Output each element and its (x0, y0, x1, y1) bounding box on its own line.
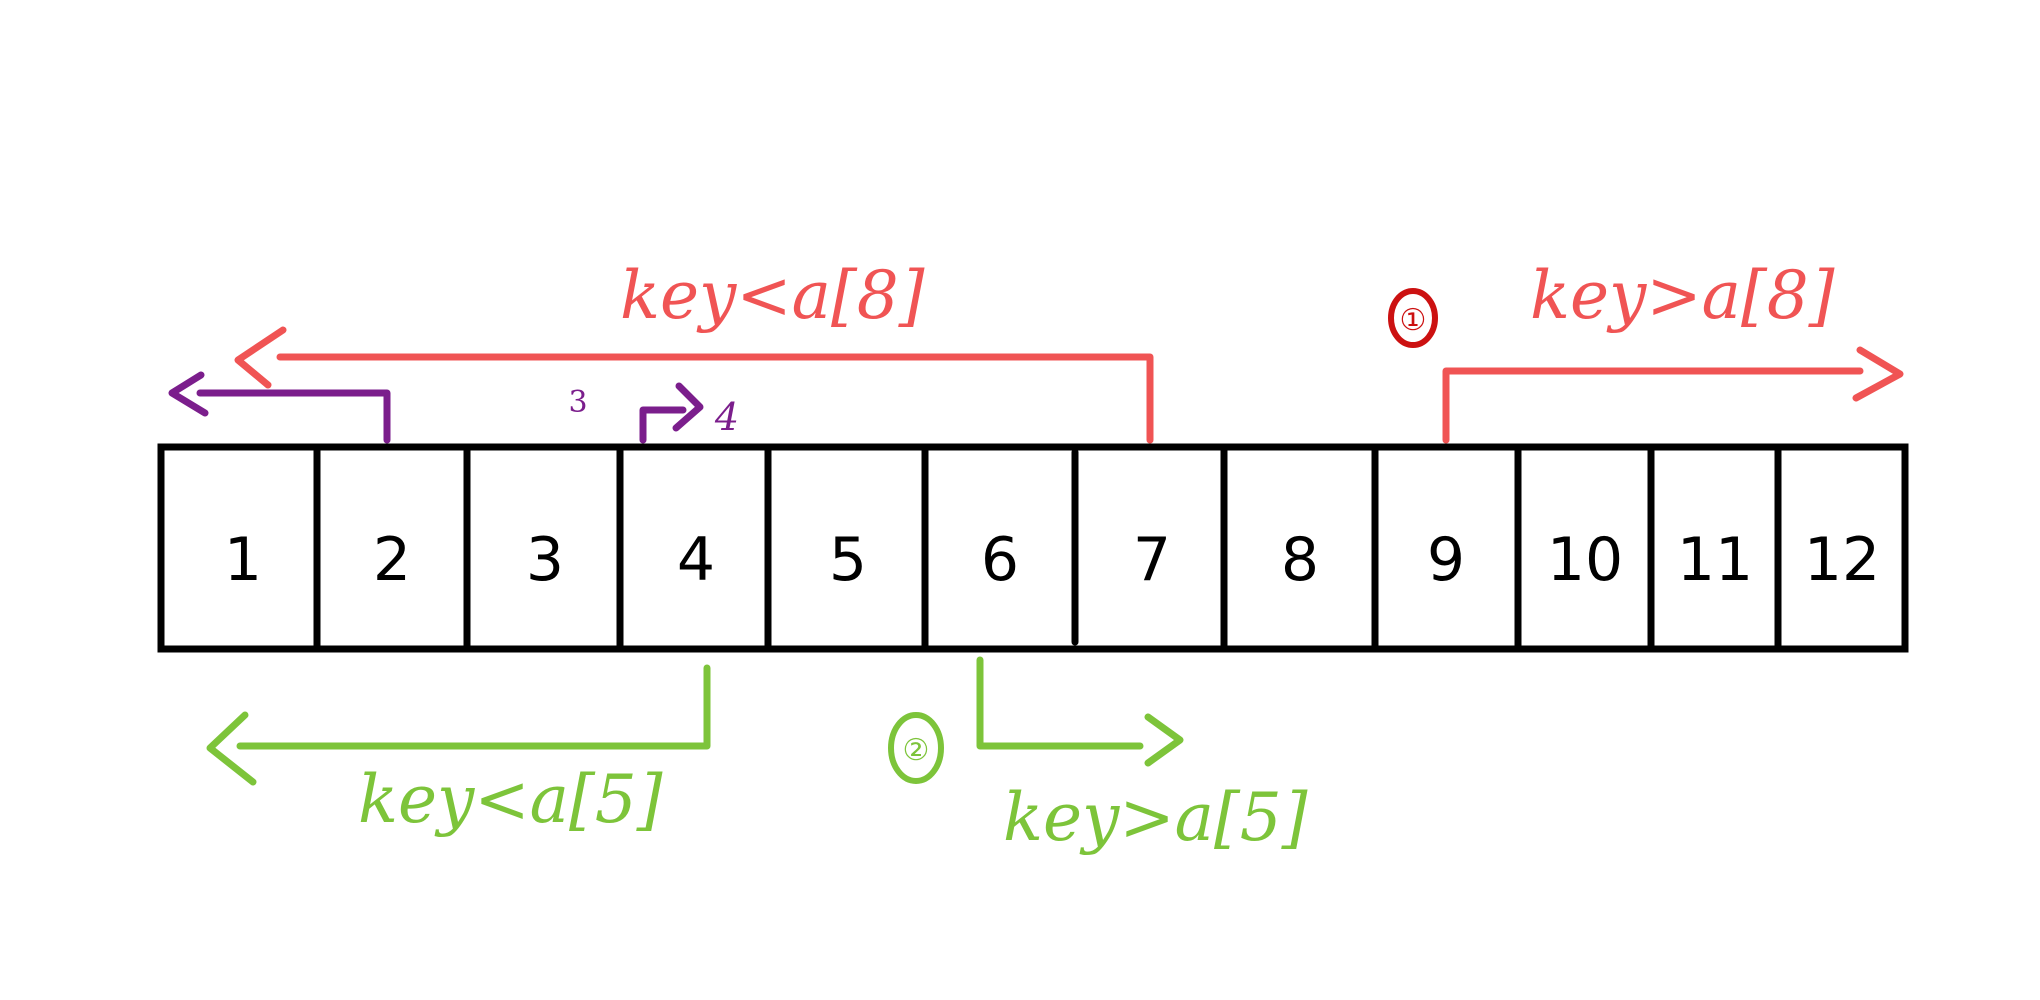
purple-left-arrow-shaft (196, 389, 391, 444)
red-right-arrow (1442, 346, 1904, 444)
green-left-arrow (206, 664, 711, 786)
green-left-arrow-shaft (236, 664, 711, 750)
red-step-marker-text: ① (1400, 303, 1427, 338)
cell-label: 6 (981, 525, 1019, 595)
green-step-marker: ② (888, 712, 944, 784)
red-right-arrow-head (1852, 346, 1904, 402)
cell-label: 1 (224, 525, 262, 595)
green-step-marker-text: ② (903, 733, 930, 768)
red-step-marker: ① (1388, 288, 1438, 348)
green-right-arrow (976, 656, 1184, 767)
cell-label: 2 (373, 525, 411, 595)
cell-label: 11 (1677, 525, 1753, 595)
red-left-arrow (234, 326, 1154, 444)
purple-right-arrow-head (672, 382, 704, 432)
cell-label: 12 (1804, 525, 1880, 595)
purple-label: 4 (714, 395, 739, 439)
purple-right-arrow (639, 382, 704, 444)
purple-right-arrow-shaft (639, 406, 687, 444)
cell-label: 10 (1547, 525, 1623, 595)
cell-labels: 1 2 3 4 5 6 7 8 9 10 11 12 (224, 525, 1880, 595)
red-left-arrow-shaft (276, 353, 1154, 444)
green-right-arrow-shaft (976, 656, 1144, 750)
cell-label: 9 (1427, 525, 1465, 595)
cell-label: 8 (1281, 525, 1319, 595)
green-right-arrow-head (1144, 713, 1184, 767)
green-left-arrow-head (206, 711, 257, 786)
red-right-arrow-shaft (1442, 367, 1864, 444)
red-left-label: key<a[8] (620, 257, 925, 334)
cell-label: 4 (677, 525, 715, 595)
cell-label: 7 (1133, 525, 1171, 595)
cell-label: 3 (526, 525, 564, 595)
purple-step-marker: 3 (568, 385, 587, 420)
purple-left-arrow-head (168, 371, 209, 417)
cell-label: 5 (829, 525, 867, 595)
array-row (157, 443, 1909, 653)
red-left-arrow-head (234, 326, 287, 389)
array-border (157, 443, 1909, 653)
green-left-label: key<a[5] (358, 761, 663, 838)
purple-left-arrow (168, 371, 391, 444)
red-right-label: key>a[8] (1530, 257, 1835, 334)
green-right-label: key>a[5] (1003, 779, 1308, 856)
